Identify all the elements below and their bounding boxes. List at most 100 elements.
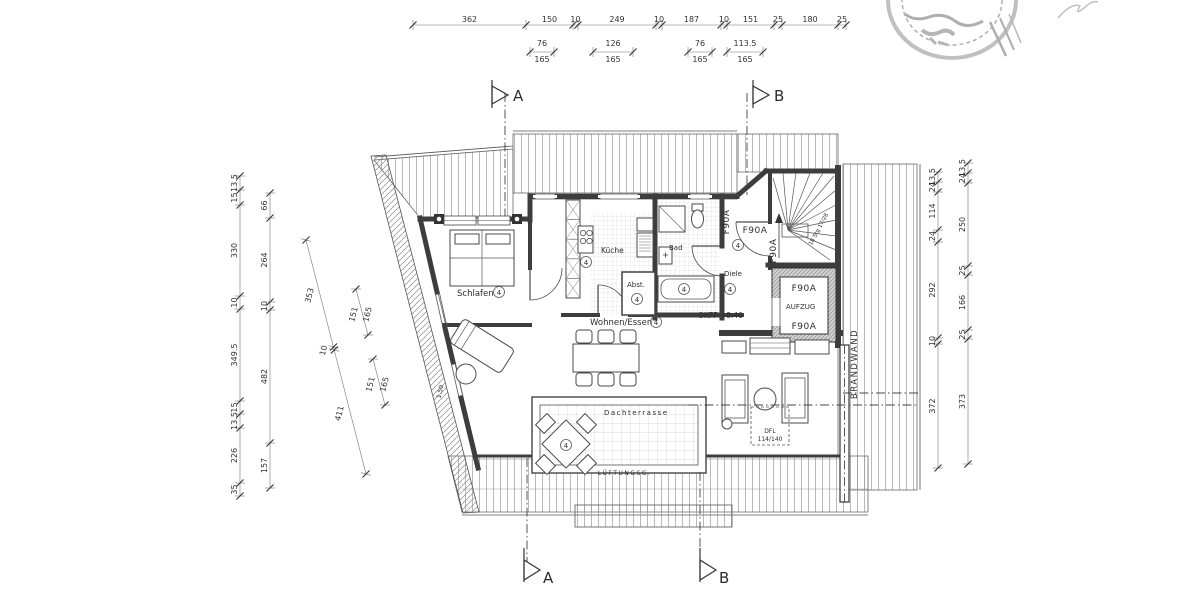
svg-text:4: 4 [497,289,502,297]
room-label-bedroom: Schlafen [457,289,494,299]
section-marker-a-top: A [491,80,524,108]
unit-badge: 4 [732,239,744,251]
elevator [769,267,837,343]
dim-label: 25 [773,15,783,24]
terrace [531,396,707,476]
dim-label: 264 [260,252,269,267]
unit-badge: 4 [650,316,662,328]
dim-label: 411 [333,405,345,422]
svg-text:4: 4 [654,319,659,327]
room-label-kitchen: Küche [601,246,624,255]
fire-door-label: F90A [792,284,817,294]
sideboard [721,337,830,355]
unit-badge: 4 [493,286,505,298]
dim-label: 165 [361,306,373,323]
dim-label: 372 [928,398,937,413]
section-letter: A [543,569,554,587]
dim-label: 292 [928,282,937,297]
unit-badge: 4 [678,283,690,295]
dim-label: 13.5 [928,168,937,186]
dim-label: 25 [958,265,967,275]
dim-label: 165 [534,55,549,64]
unit-badge: 4 [580,256,592,268]
bath-fixtures [657,203,715,303]
stair [772,172,837,261]
room-labels: Schlafen Küche Bad Abst. Diele Wohnen/Es… [457,244,742,417]
dim-label: 13.5 [230,174,239,192]
svg-text:4: 4 [564,442,569,450]
approval-stamp [886,0,1099,60]
room-label-bath: Bad [669,244,683,252]
dim-label: 150 [542,15,557,24]
unit-badges: 4 4 4 4 4 4 4 4 [493,239,744,451]
section-marker-b-bottom: B [699,548,729,587]
section-letter: B [719,569,729,587]
doors [529,221,771,316]
svg-text:4: 4 [635,296,640,304]
dim-label: 10 [928,336,937,346]
dim-label: 362 [462,15,477,24]
elevator-label: AUFZUG [786,303,815,311]
dim-label: 76 [537,39,547,48]
roof-window-label: DFL [764,428,776,435]
dim-label: 373 [958,394,967,409]
section-letter: A [513,87,524,105]
room-label-terrace: Dachterrasse [604,409,669,417]
dim-label: 249 [609,15,624,24]
dim-label: 15 [230,192,239,202]
kitchen-fixtures [577,217,654,258]
dim-label: 24 [958,173,967,183]
dim-label: 24 [928,182,937,192]
dim-label: 165 [692,55,707,64]
firewall-label: BRANDWAND [850,329,860,399]
svg-text:4: 4 [584,259,589,267]
roof-hatching [370,130,921,528]
storage-closet [621,271,656,316]
dim-label: 187 [684,15,699,24]
fire-door-label: F90A [792,322,817,332]
dim-label: 114 [928,203,937,218]
svg-text:4: 4 [728,286,733,294]
dining-set [572,329,640,387]
sitting-group [721,372,809,446]
dim-label: 76 [695,39,705,48]
vent-label: LÜFTUNGSG. [598,470,651,477]
dim-label: 349.5 [230,344,239,367]
dim-label: 330 [230,243,239,258]
room-label-living: Wohnen/Essen [590,318,652,328]
dim-label: 13.5 [230,412,239,430]
dim-label: 25 [958,329,967,339]
room-label-hall: Diele [724,270,742,278]
dim-label: 482 [260,369,269,384]
unit-badge: 4 [724,283,736,295]
dim-label: 151 [364,376,376,393]
chaise-lounge [450,319,514,385]
roof-window-size: 114/140 [758,436,783,443]
section-marker-a-bottom: A [523,548,554,587]
dim-label: 113.5 [734,39,757,48]
dim-label: 10 [260,301,269,311]
bed [449,229,515,287]
dim-label: 250 [958,217,967,232]
dim-label: 35 [230,484,239,494]
dim-label: 24 [928,231,937,241]
dim-label: 166 [958,295,967,310]
section-letter: B [774,87,784,105]
dim-label: 10 [230,297,239,307]
dim-label: 353 [303,287,315,304]
section-lines [504,93,918,562]
dim-label: 25 [837,15,847,24]
dim-label: 180 [802,15,817,24]
section-marker-b-top: B [752,80,784,108]
dim-label: 15 [230,402,239,412]
dim-label: 10 [318,344,329,356]
dim-label: 126 [605,39,620,48]
svg-text:4: 4 [736,242,741,250]
room-label-storage: Abst. [627,281,645,289]
dim-label: 66 [260,200,269,210]
dim-label: 13.5 [958,159,967,177]
fire-door-label: F90A [769,238,779,263]
dim-label: 165 [378,376,390,393]
